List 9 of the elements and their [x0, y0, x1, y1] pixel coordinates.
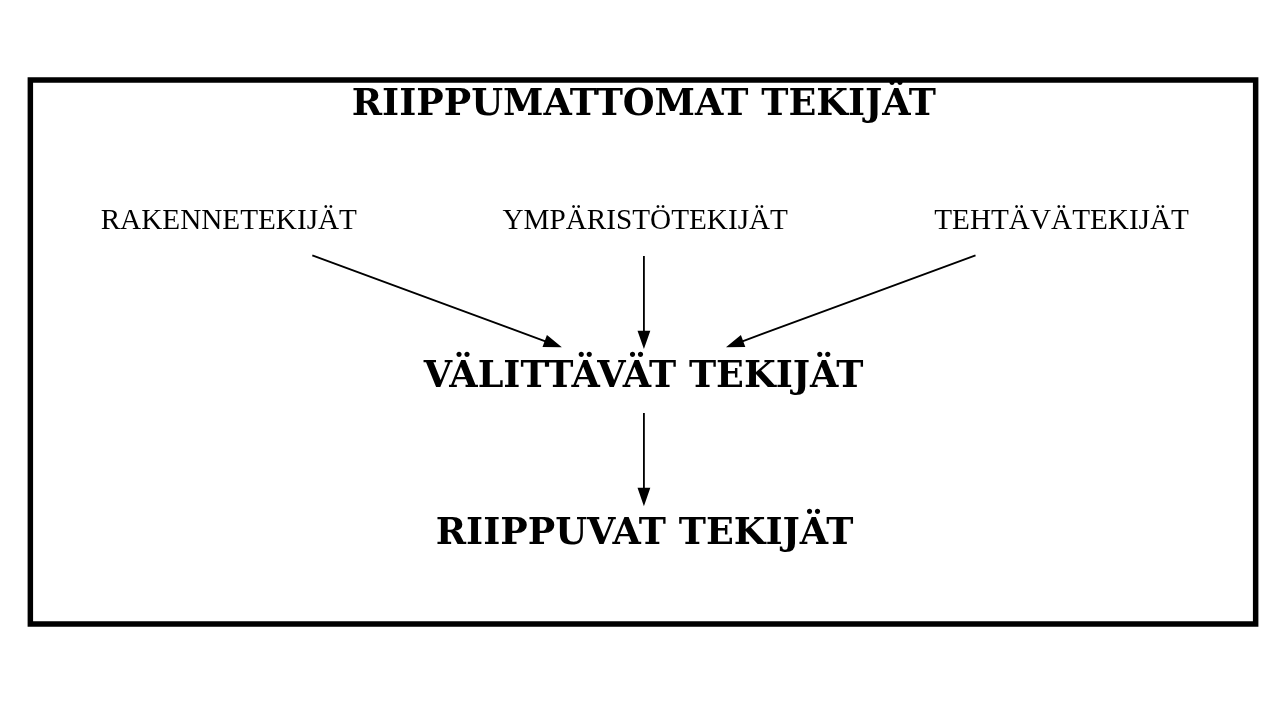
arrow — [311, 254, 562, 348]
arrow — [725, 254, 977, 348]
node-text: RIIPPUVAT TEKIJÄT — [435, 509, 854, 553]
arrow — [637, 255, 651, 350]
node-text: VÄLITTÄVÄT TEKIJÄT — [423, 352, 864, 396]
node-text: RAKENNETEKIJÄT — [100, 203, 357, 236]
arrow — [637, 412, 651, 507]
node-text: TEHTÄVÄTEKIJÄT — [934, 203, 1189, 236]
node-text: YMPÄRISTÖTEKIJÄT — [502, 203, 788, 236]
